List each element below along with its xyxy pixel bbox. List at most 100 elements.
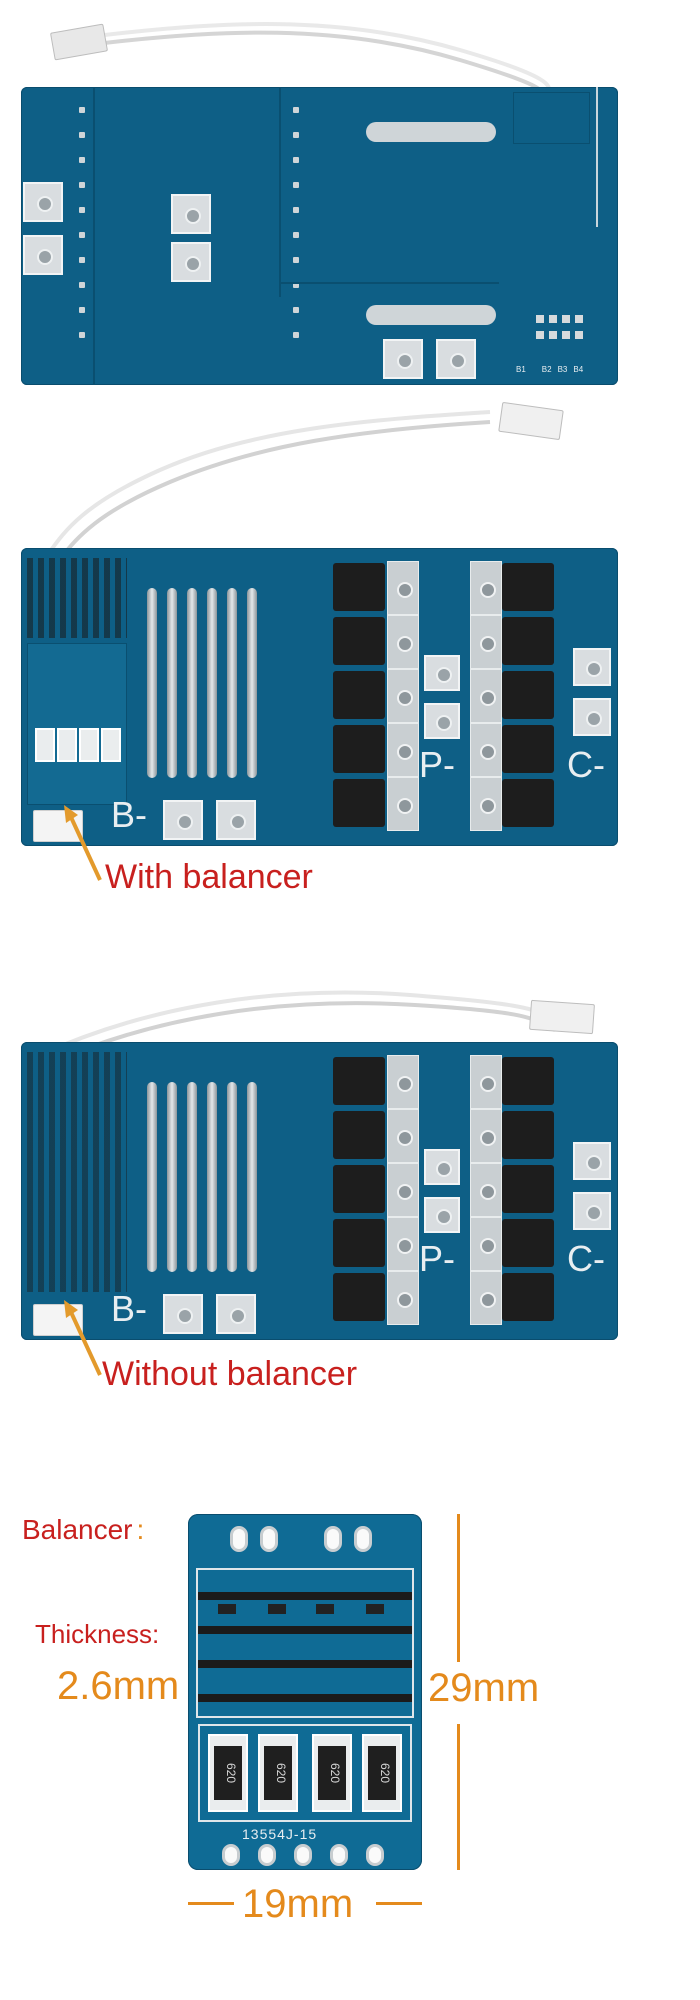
resistor-code: 620 <box>214 1746 242 1800</box>
thickness-label: Thickness: <box>35 1619 160 1649</box>
mosfet-tab <box>387 1271 419 1325</box>
thermistor-wire-2 <box>38 410 491 570</box>
ic-chip <box>316 1604 334 1614</box>
arrow-with-balancer <box>64 805 102 881</box>
pcb-board-1: B1 B2 B3 B4 <box>21 87 618 385</box>
balancer-module <box>27 643 127 805</box>
mosfet <box>333 725 385 773</box>
mosfet <box>333 1219 385 1267</box>
shunt-rod-3 <box>187 588 197 778</box>
trace-line-1 <box>93 87 95 385</box>
silk-labels: B1 B2 B3 B4 <box>516 365 583 374</box>
label-c-minus: C- <box>567 744 605 785</box>
mosfet <box>502 563 554 611</box>
balance-resistor-620-4: 620 <box>362 1734 402 1812</box>
width-dimension-line-right <box>376 1902 422 1905</box>
pad-c-minus-b <box>573 698 611 736</box>
mosfet <box>502 1273 554 1321</box>
arrow-without-balancer <box>64 1300 102 1376</box>
balance-resistor-4 <box>101 728 121 762</box>
silk-b2: B2 <box>541 365 552 374</box>
label-p-minus: P- <box>419 1238 455 1279</box>
mosfet-tab <box>387 1163 419 1217</box>
pcb-board-2: B- P- C- <box>21 548 618 846</box>
mosfet-tab <box>470 723 502 777</box>
shunt-rod-6 <box>247 1082 257 1272</box>
trace-line-2 <box>279 87 281 297</box>
pad-b-minus-2 <box>23 235 63 275</box>
shunt-rod-1 <box>147 1082 157 1272</box>
mosfet-tab <box>387 669 419 723</box>
shunt-rod-1 <box>147 588 157 778</box>
mosfet-tab <box>387 561 419 615</box>
pad-p-minus-a <box>424 655 460 691</box>
mosfet <box>333 1111 385 1159</box>
pad-c-minus <box>436 339 476 379</box>
mosfet-tab <box>387 615 419 669</box>
balance-resistor-620-1: 620 <box>208 1734 248 1812</box>
label-c-minus: C- <box>567 1238 605 1279</box>
mosfet <box>502 617 554 665</box>
round-pad-row-bottom <box>366 305 496 325</box>
balance-resistor-3 <box>79 728 99 762</box>
silk-b3: B3 <box>557 365 568 374</box>
shunt-rod-3 <box>187 1082 197 1272</box>
mosfet-tab <box>387 1109 419 1163</box>
shunt-rod-4 <box>207 588 217 778</box>
pad-p-minus <box>383 339 423 379</box>
mosfet <box>502 725 554 773</box>
resistor-code: 620 <box>264 1746 292 1800</box>
balance-resistor-620-3: 620 <box>312 1734 352 1812</box>
mosfet <box>502 1165 554 1213</box>
pad-middle-1 <box>171 194 211 234</box>
thickness-value: 2.6mm <box>57 1664 180 1708</box>
small-components-area-3 <box>27 1052 127 1292</box>
resistor-code: 620 <box>368 1746 396 1800</box>
mosfet-tab <box>470 1109 502 1163</box>
shunt-rod-4 <box>207 1082 217 1272</box>
shunt-rod-5 <box>227 588 237 778</box>
component-grid <box>196 1568 414 1718</box>
pad-b-minus-board3-a <box>163 1294 203 1334</box>
pad-p-minus-b <box>424 703 460 739</box>
ic-area <box>513 92 590 144</box>
mosfet <box>333 563 385 611</box>
balancer-title-text: Balancer <box>22 1514 133 1545</box>
mosfet-tab <box>470 1217 502 1271</box>
serial-number: 13554J-15 <box>242 1826 318 1842</box>
pad-c-minus-a <box>573 648 611 686</box>
ic-chip <box>218 1604 236 1614</box>
mosfet-tab <box>387 723 419 777</box>
mosfet <box>333 617 385 665</box>
mosfet <box>502 779 554 827</box>
balance-resistor-620-2: 620 <box>258 1734 298 1812</box>
pad-p-minus-a <box>424 1149 460 1185</box>
silk-b4: B4 <box>573 365 584 374</box>
mosfet <box>333 779 385 827</box>
height-dimension-line-top <box>457 1514 460 1662</box>
mosfet <box>333 1165 385 1213</box>
pad-b-minus-board2-b <box>216 800 256 840</box>
shunt-rod-2 <box>167 1082 177 1272</box>
pcb-board-3: B- P- C- <box>21 1042 618 1340</box>
label-b-minus: B- <box>111 1288 147 1329</box>
mosfet-tab <box>470 1271 502 1325</box>
pad-p-minus-b <box>424 1197 460 1233</box>
round-pad-row-top <box>366 122 496 142</box>
label-b-minus: B- <box>111 794 147 835</box>
shunt-rod-2 <box>167 588 177 778</box>
pad-c-minus-b <box>573 1192 611 1230</box>
pad-b-minus-board2-a <box>163 800 203 840</box>
thermistor-sensor-3 <box>529 999 595 1035</box>
mosfet <box>502 1219 554 1267</box>
mosfet-tab <box>470 1055 502 1109</box>
mosfet-tab <box>387 1055 419 1109</box>
balancer-board: 620 620 620 620 13554J-15 <box>188 1514 422 1870</box>
small-components-area <box>27 558 127 638</box>
mosfet-tab <box>387 1217 419 1271</box>
mosfet <box>502 1111 554 1159</box>
mosfet <box>502 1057 554 1105</box>
mosfet-tab <box>470 777 502 831</box>
pad-b-minus <box>23 182 63 222</box>
height-dimension-line-bottom <box>457 1724 460 1870</box>
